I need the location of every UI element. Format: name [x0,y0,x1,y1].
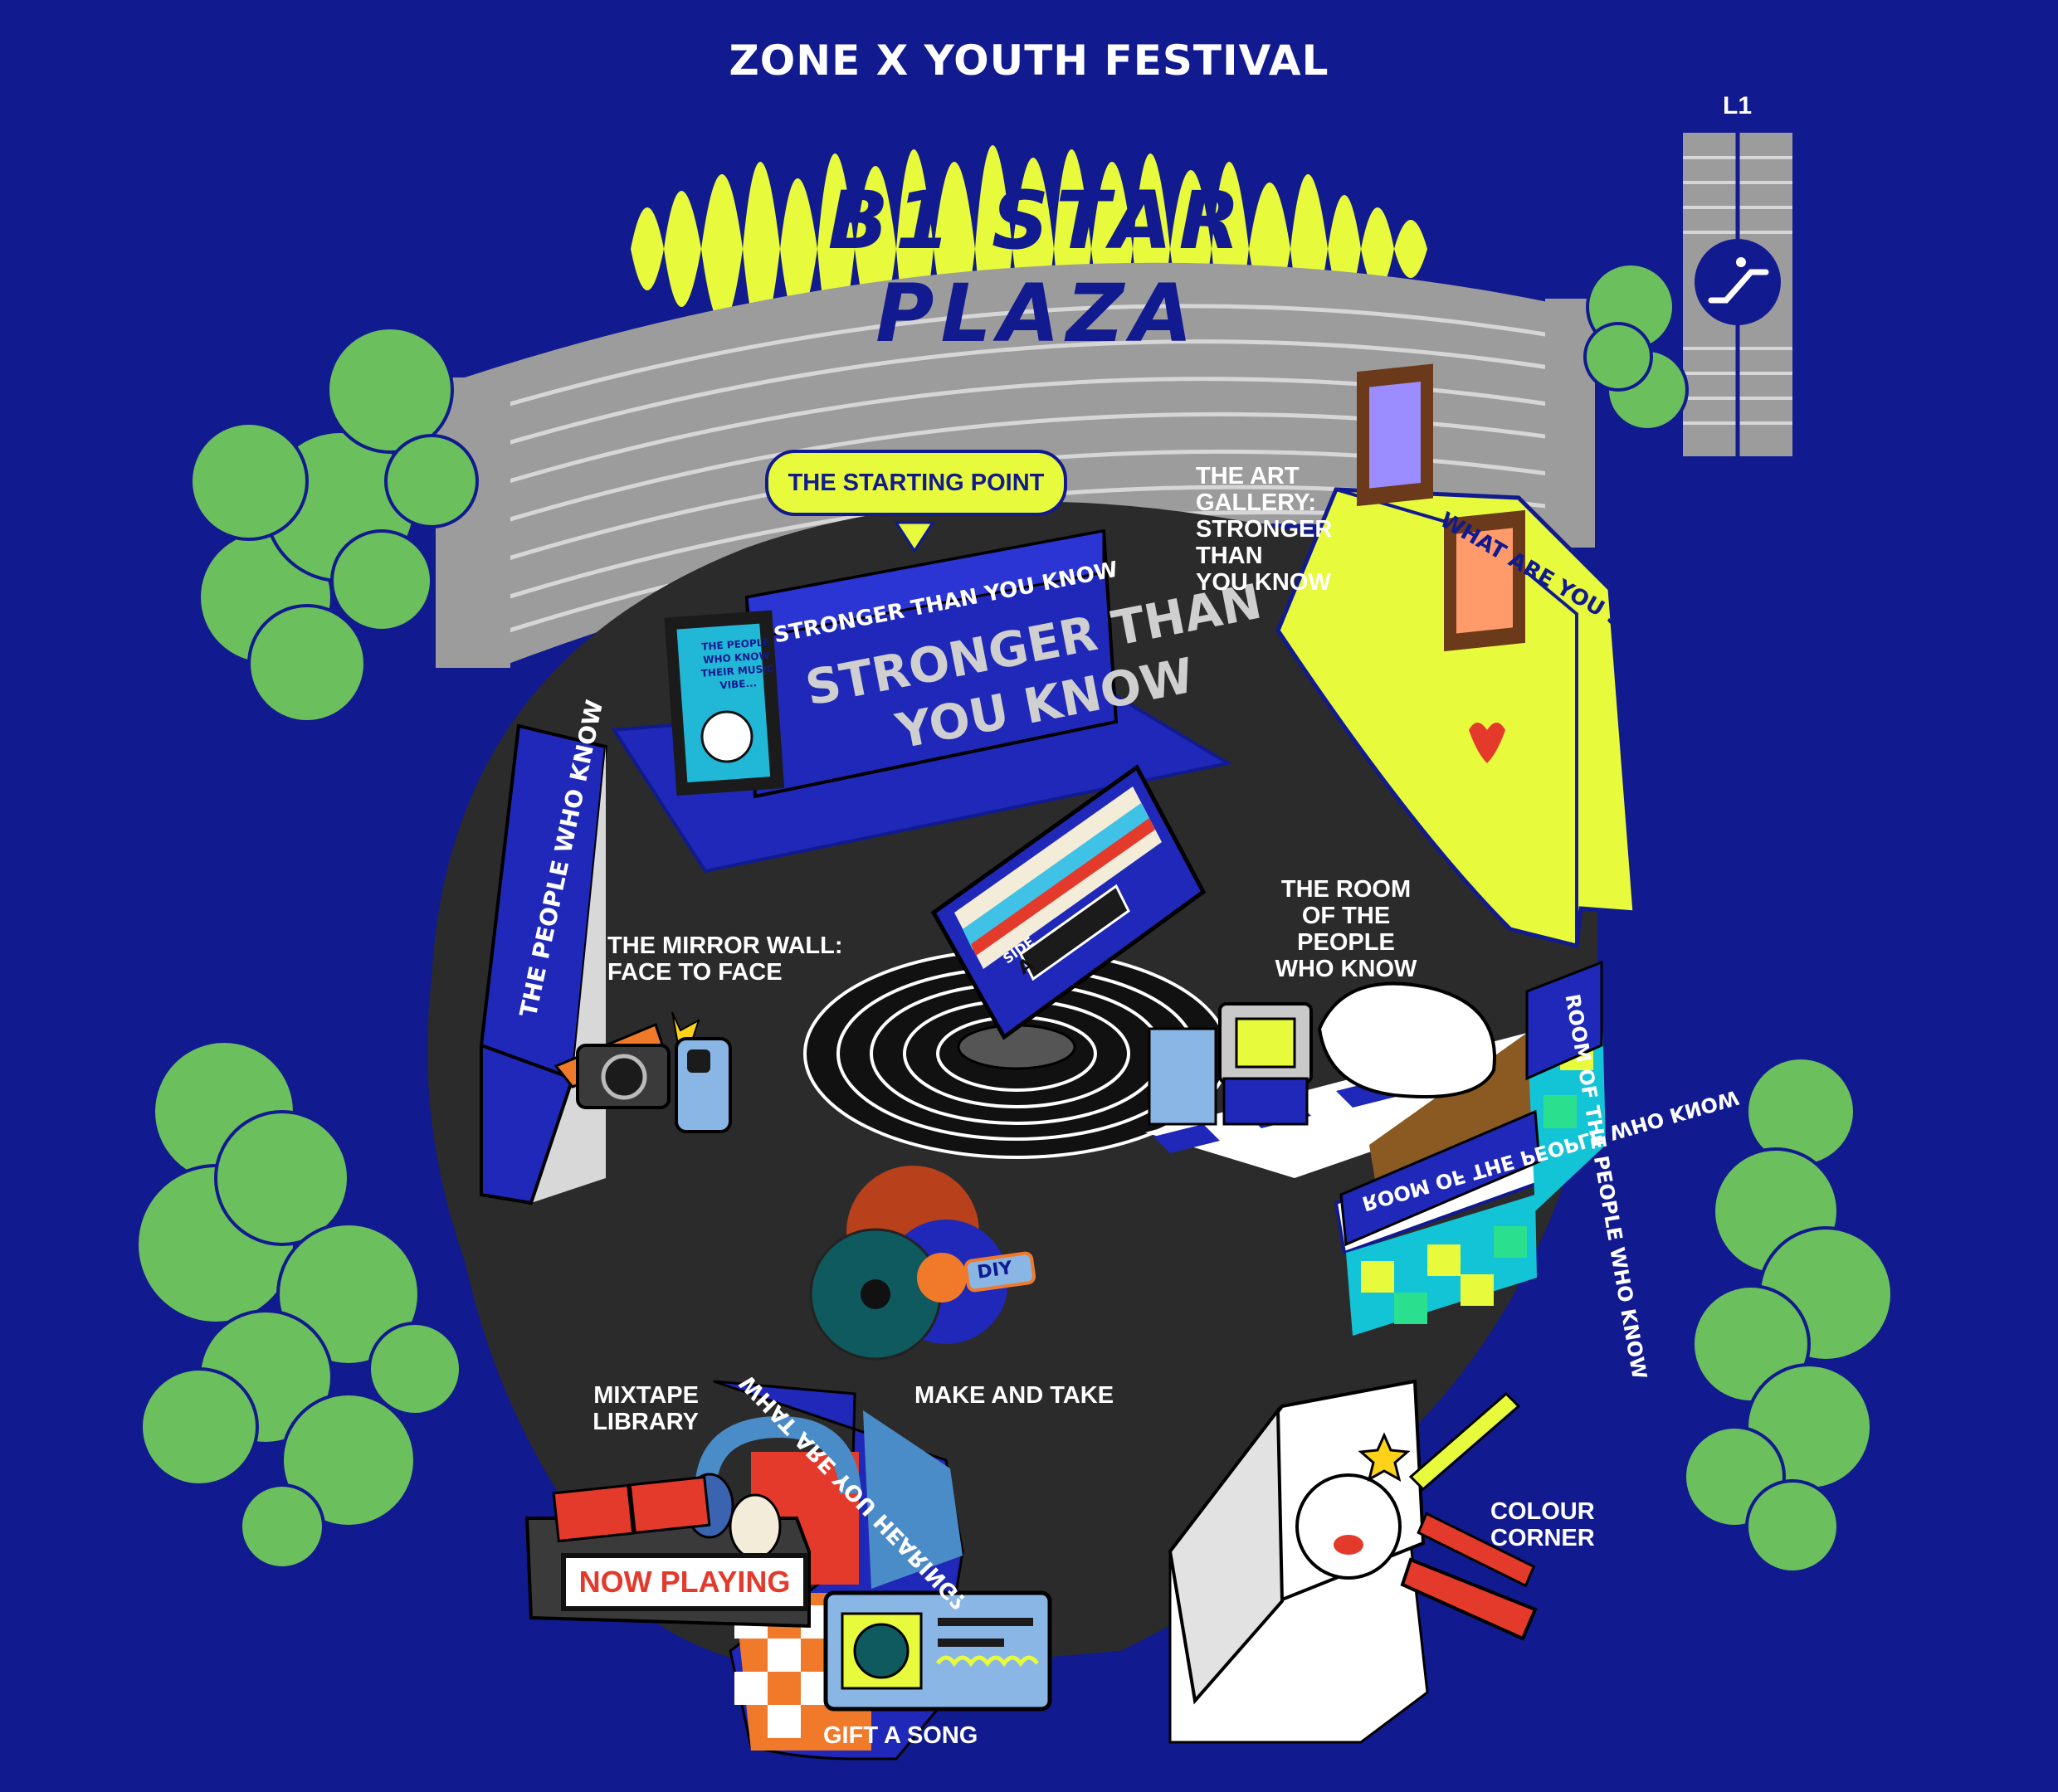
plaza-title: B1 STAR PLAZA [827,174,1247,360]
art-gallery-label: THE ART GALLERY: STRONGER THAN YOU KNOW [1196,463,1333,596]
room-of-people-zone [1145,960,1606,1336]
trees-bottom-right [1683,1056,1894,1574]
diy-records [809,1166,1036,1361]
retro-computer-icon [1148,1002,1313,1126]
cassette-icon [930,764,1207,1040]
trees-top-left [189,326,479,723]
starting-point-label: THE STARTING POINT [765,450,1067,516]
cassette-tapes [552,1475,711,1543]
level-label: L1 [1723,92,1753,119]
art-gallery-zone [1275,363,1637,949]
trees-bottom-left [135,1040,462,1570]
gift-a-song-card [823,1590,1052,1712]
mixtape-library-label: MIXTAPE LIBRARY [593,1382,699,1435]
mirror-wall-label: THE MIRROR WALL: FACE TO FACE [607,933,843,986]
now-playing-sign: NOW PLAYING [561,1553,808,1611]
room-people-label: THE ROOM OF THE PEOPLE WHO KNOW [1275,876,1417,982]
colour-corner-label: COLOUR CORNER [1490,1498,1595,1551]
escalator-icon [1695,239,1781,325]
pencil-icon [1400,1557,1538,1641]
festival-title: ZONE X YOUTH FESTIVAL [729,37,1329,85]
gift-a-song-label: GIFT A SONG [823,1722,978,1749]
starting-point-pointer [894,521,935,553]
colour-corner-zone [1168,1379,1536,1744]
make-and-take-label: MAKE AND TAKE [914,1382,1114,1409]
trees-top-right [1583,262,1689,431]
main-stage [611,528,1233,874]
poster-text: THE PEOPLE WHO KNOW THEIR MUSIC VIBE... [700,636,774,692]
star-icon [1358,1432,1411,1482]
phone-icon [675,1037,732,1133]
